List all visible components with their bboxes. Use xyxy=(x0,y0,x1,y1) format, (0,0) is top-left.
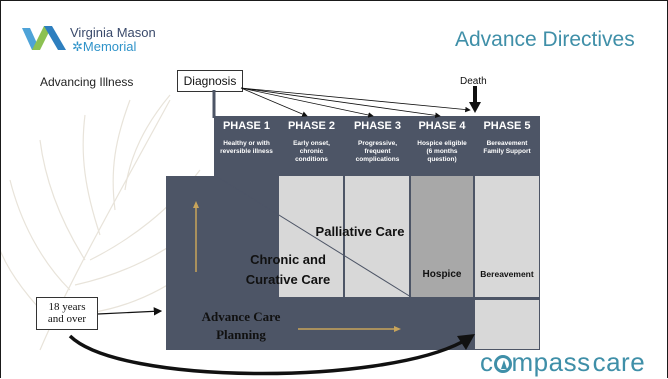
chronic-care-label: Chronic and Curative Care xyxy=(228,250,348,290)
diagnosis-arrow-phase4 xyxy=(240,87,441,119)
phase-title: PHASE 3 xyxy=(353,120,402,132)
age-line: 18 years xyxy=(48,301,86,313)
phase-desc-line: Hospice eligible xyxy=(417,140,467,147)
phase-desc-line: chronic xyxy=(299,148,324,155)
phase4-body xyxy=(411,176,473,297)
diagnosis-arrow-phase3 xyxy=(240,87,374,118)
virginia-mason-logo-icon xyxy=(22,26,66,50)
chronic-care-line: Chronic and xyxy=(250,252,326,267)
logo-line2: ✲Memorial xyxy=(72,40,136,53)
phase-desc-line: Bereavement xyxy=(486,140,528,147)
phase1-body xyxy=(216,176,277,297)
phase-desc: Progressive, frequent complications xyxy=(346,140,409,164)
diagnosis-box: Diagnosis xyxy=(177,70,243,92)
age-box: 18 years and over xyxy=(36,297,98,330)
logo-line1: Virginia Mason xyxy=(70,25,156,40)
phase-desc-line: Healthy or with xyxy=(223,140,270,147)
phase-desc-line: complications xyxy=(355,156,400,163)
logo-star-icon: ✲ xyxy=(72,39,83,54)
phase-header-4: PHASE 4 Hospice eligible (6 months quest… xyxy=(411,117,473,174)
chronic-care-line: Curative Care xyxy=(245,272,331,287)
lifespan-arrowhead-icon xyxy=(457,334,475,350)
phase-header-5: PHASE 5 Bereavement Family Support xyxy=(475,117,539,174)
age-arrow xyxy=(97,307,163,316)
palliative-care-label: Palliative Care xyxy=(315,224,405,239)
death-arrow-icon xyxy=(469,102,481,113)
phase3-body xyxy=(345,176,409,297)
diagnosis-stem-tick xyxy=(213,115,221,121)
advance-care-planning-label: Advance Care Planning xyxy=(176,308,306,344)
brand-pre: c xyxy=(480,347,494,377)
acp-right-arrowhead xyxy=(394,326,401,332)
logo-line2-text: Memorial xyxy=(82,39,137,54)
acp-up-arrowhead xyxy=(193,201,199,208)
acp-line: Advance Care xyxy=(201,309,281,324)
phase-desc: Bereavement Family Support xyxy=(475,140,539,156)
brand-care: care xyxy=(592,347,646,377)
diagnosis-arrow-phase2 xyxy=(240,87,308,117)
phase-title: PHASE 1 xyxy=(222,120,271,132)
phase-header-2: PHASE 2 Early onset, chronic conditions xyxy=(280,117,343,174)
diagnosis-arrow-death xyxy=(240,87,471,113)
phase-title: PHASE 2 xyxy=(287,120,336,132)
care-divider-line xyxy=(215,175,412,298)
phase-desc: Healthy or with reversible illness xyxy=(216,140,277,156)
feather-illustration xyxy=(0,94,206,351)
phase-desc-line: Family Support xyxy=(483,148,531,155)
phase-desc-line: (6 months xyxy=(426,148,458,155)
phase-desc-line: conditions xyxy=(295,156,328,163)
phase-header-1: PHASE 1 Healthy or with reversible illne… xyxy=(216,117,277,174)
brand-post: mpass xyxy=(511,347,591,377)
hospice-label: Hospice xyxy=(422,269,462,280)
age-line: and over xyxy=(47,313,87,325)
phase-desc: Hospice eligible (6 months question) xyxy=(411,140,473,164)
phase-title: PHASE 4 xyxy=(418,120,466,132)
compass-o-icon xyxy=(493,355,512,373)
death-label: Death xyxy=(460,76,487,87)
phase-header-3: PHASE 3 Progressive, frequent complicati… xyxy=(346,117,409,174)
lifespan-curve-arrow xyxy=(68,334,463,376)
acp-line: Planning xyxy=(216,327,266,342)
phase-desc-line: reversible illness xyxy=(220,148,273,155)
phase-desc-line: Early onset, xyxy=(293,140,330,147)
phase2-body xyxy=(279,176,343,297)
acp-right-box xyxy=(474,299,540,350)
page-title: Advance Directives xyxy=(455,28,635,51)
phase-desc-line: question) xyxy=(427,156,457,163)
phase-desc-line: Progressive, xyxy=(357,140,398,147)
phase5-body xyxy=(475,176,539,297)
phase-desc: Early onset, chronic conditions xyxy=(280,140,343,164)
phase-desc-line: frequent xyxy=(364,148,391,155)
phase-title: PHASE 5 xyxy=(483,120,531,132)
bereavement-label: Bereavement xyxy=(480,269,534,279)
advancing-illness-label: Advancing Illness xyxy=(40,75,134,89)
